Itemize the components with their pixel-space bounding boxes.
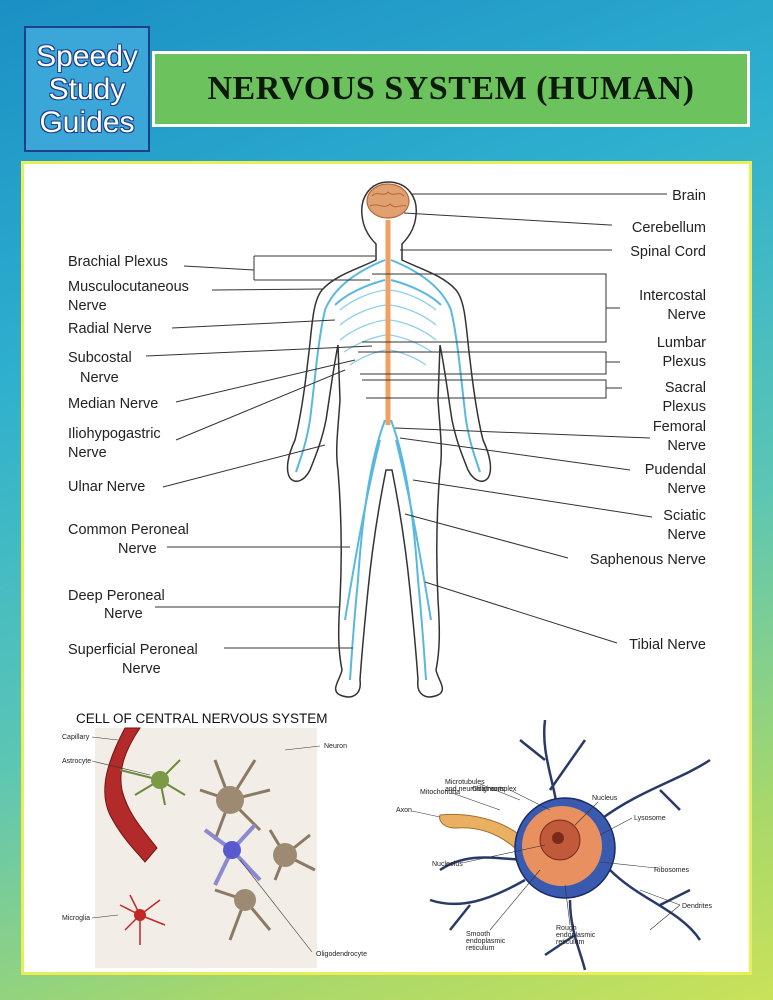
logo: Speedy Study Guides xyxy=(24,26,150,152)
label-oligodendrocyte: Oligodendrocyte xyxy=(316,951,367,958)
logo-line: Speedy xyxy=(36,39,138,73)
nerve-lines xyxy=(295,259,481,681)
label-brain: Brain xyxy=(672,188,706,204)
label-femoral-nerve: Femoral xyxy=(653,419,706,435)
label-mitochondria: Mitochondria xyxy=(420,789,460,796)
label-rough-er: endoplasmic xyxy=(556,932,596,939)
label-ribosomes: Ribosomes xyxy=(654,867,690,874)
astrocyte-icon xyxy=(151,771,169,789)
label-subcostal: Subcostal xyxy=(68,350,132,366)
label-sciatic-nerve: Sciatic xyxy=(663,508,706,524)
label-brachial-plexus: Brachial Plexus xyxy=(68,254,168,270)
label-rough-er: reticulum xyxy=(556,939,585,946)
label-subcostal: Nerve xyxy=(80,370,119,386)
body-outline xyxy=(286,181,492,698)
label-femoral-nerve: Nerve xyxy=(667,438,706,454)
label-common-peroneal: Common Peroneal xyxy=(68,522,189,538)
oligodendrocyte-icon xyxy=(223,841,241,859)
label-lysosome: Lysosome xyxy=(634,815,666,822)
label-rough-er: Rough xyxy=(556,925,577,932)
brain-icon xyxy=(366,183,410,219)
body-illustration xyxy=(286,181,492,698)
label-iliohypogastric: Iliohypogastric xyxy=(68,426,161,442)
label-astrocyte: Astrocyte xyxy=(62,758,91,765)
label-microtubules: and neurofilaments xyxy=(445,786,505,793)
label-nucleolus: Nucleolus xyxy=(432,861,463,868)
rib-nerves xyxy=(339,289,437,366)
title-bar: NERVOUS SYSTEM (HUMAN) xyxy=(152,51,750,127)
cns-title: CELL OF CENTRAL NERVOUS SYSTEM xyxy=(76,711,328,726)
label-sacral-plexus: Plexus xyxy=(662,399,706,415)
label-smooth-er: reticulum xyxy=(466,945,495,952)
label-golgi: Golgi complex xyxy=(472,786,517,793)
neuron-cell-illustration: Golgi complex Microtubules and neurofila… xyxy=(396,719,712,971)
label-deep-peroneal: Deep Peroneal xyxy=(68,588,165,604)
label-lumbar-plexus: Lumbar xyxy=(657,335,706,351)
label-median-nerve: Median Nerve xyxy=(68,396,158,412)
label-iliohypogastric: Nerve xyxy=(68,445,107,461)
label-dendrites: Dendrites xyxy=(682,903,712,910)
microglia-icon xyxy=(134,909,146,921)
label-pudendal-nerve: Nerve xyxy=(667,481,706,497)
label-intercostal: Nerve xyxy=(667,307,706,323)
right-labels: Brain Cerebellum Spinal Cord Intercostal… xyxy=(590,188,706,653)
cns-cells-illustration: CELL OF CENTRAL NERVOUS SYSTEM xyxy=(62,711,367,968)
label-saphenous-nerve: Saphenous Nerve xyxy=(590,552,706,568)
label-nucleus: Nucleus xyxy=(592,795,618,802)
neuron-icon xyxy=(273,843,297,867)
logo-line: Study xyxy=(48,72,126,106)
neuron-icon xyxy=(216,786,244,814)
label-sciatic-nerve: Nerve xyxy=(667,527,706,543)
label-superficial-peroneal: Superficial Peroneal xyxy=(68,642,198,658)
label-smooth-er: endoplasmic xyxy=(466,938,506,945)
label-sacral-plexus: Sacral xyxy=(665,380,706,396)
axon-icon xyxy=(439,813,521,849)
label-superficial-peroneal: Nerve xyxy=(122,661,161,677)
label-radial-nerve: Radial Nerve xyxy=(68,321,152,337)
label-musculocutaneous: Nerve xyxy=(68,298,107,314)
label-ulnar-nerve: Ulnar Nerve xyxy=(68,479,145,495)
logo-line: Guides xyxy=(39,105,135,139)
label-common-peroneal: Nerve xyxy=(118,541,157,557)
label-tibial-nerve: Tibial Nerve xyxy=(629,637,706,653)
label-microtubules: Microtubules xyxy=(445,779,485,786)
label-capillary: Capillary xyxy=(62,734,90,741)
leader-lines xyxy=(145,193,667,649)
label-deep-peroneal: Nerve xyxy=(104,606,143,622)
capillary-icon xyxy=(104,727,158,863)
label-pudendal-nerve: Pudendal xyxy=(645,462,706,478)
label-musculocutaneous: Musculocutaneous xyxy=(68,279,189,295)
neuron-icon xyxy=(234,889,256,911)
dendrites-icon xyxy=(429,719,711,971)
label-neuron: Neuron xyxy=(324,743,347,750)
label-spinal-cord: Spinal Cord xyxy=(630,244,706,260)
label-cerebellum: Cerebellum xyxy=(632,220,706,236)
page-title: NERVOUS SYSTEM (HUMAN) xyxy=(207,70,695,107)
label-lumbar-plexus: Plexus xyxy=(662,354,706,370)
left-labels: Brachial Plexus Musculocutaneous Nerve R… xyxy=(68,254,198,677)
label-microglia: Microglia xyxy=(62,915,90,922)
label-axon: Axon xyxy=(396,807,412,814)
label-intercostal: Intercostal xyxy=(639,288,706,304)
label-smooth-er: Smooth xyxy=(466,931,490,938)
